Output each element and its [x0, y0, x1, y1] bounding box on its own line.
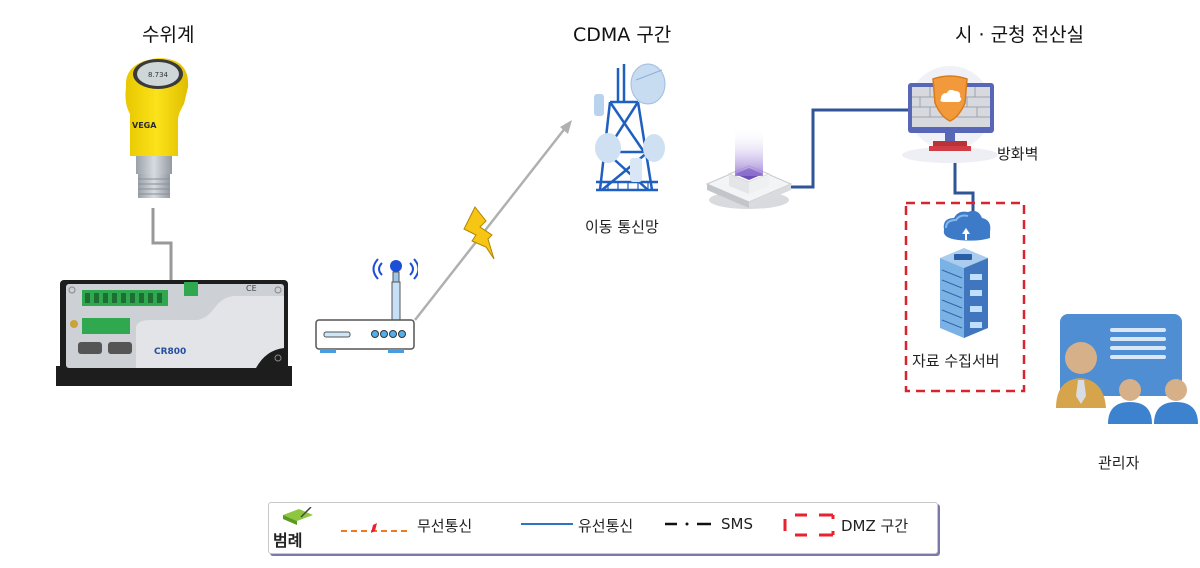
- gateway-firewall-link: [788, 108, 912, 189]
- legend-title: 범례: [273, 531, 303, 550]
- legend-wired-symbol: [521, 523, 573, 525]
- legend-dmz-label: DMZ 구간: [841, 517, 909, 535]
- wireless-arrowhead: [560, 120, 572, 134]
- heading-office: 시 · 군청 전산실: [955, 24, 1085, 46]
- heading-cdma: CDMA 구간: [573, 24, 672, 46]
- legend-wireless-symbol: [341, 515, 409, 541]
- dmz-zone: [904, 201, 1026, 393]
- lightning-icon: [463, 206, 495, 260]
- legend-sms-symbol: [665, 522, 711, 526]
- logger-model: CR800: [154, 347, 186, 357]
- server-label: 자료 수집서버: [912, 352, 1000, 370]
- cell-tower-icon: [594, 63, 666, 192]
- data-logger-icon: CR800 CE: [56, 280, 292, 386]
- water-level-sensor-icon: 8.734 VEGA: [125, 58, 189, 198]
- gateway-device-icon: [705, 128, 793, 209]
- sensor-brand: VEGA: [132, 121, 157, 130]
- legend-wireless-label: 무선통신: [417, 517, 473, 535]
- admin-label: 관리자: [1098, 454, 1140, 472]
- svg-text:CE: CE: [246, 284, 257, 293]
- data-server-icon: [940, 210, 991, 338]
- sensor-display-value: 8.734: [148, 71, 169, 79]
- legend-dmz-symbol: [783, 513, 835, 537]
- wireless-link: [414, 126, 567, 321]
- legend: 범례 무선통신 유선통신 SMS DMZ 구간: [268, 502, 938, 554]
- heading-sensor: 수위계: [142, 24, 195, 46]
- legend-sms-label: SMS: [721, 515, 753, 533]
- tower-label: 이동 통신망: [585, 218, 659, 236]
- wireless-router-icon: [315, 258, 418, 353]
- firewall-icon: [902, 66, 998, 163]
- administrator-icon: [1056, 314, 1198, 424]
- legend-notepad-icon: [283, 507, 313, 525]
- sensor-logger-link: [151, 208, 173, 282]
- firewall-label: 방화벽: [997, 145, 1039, 163]
- firewall-server-link: [953, 160, 975, 225]
- legend-wired-label: 유선통신: [578, 517, 634, 535]
